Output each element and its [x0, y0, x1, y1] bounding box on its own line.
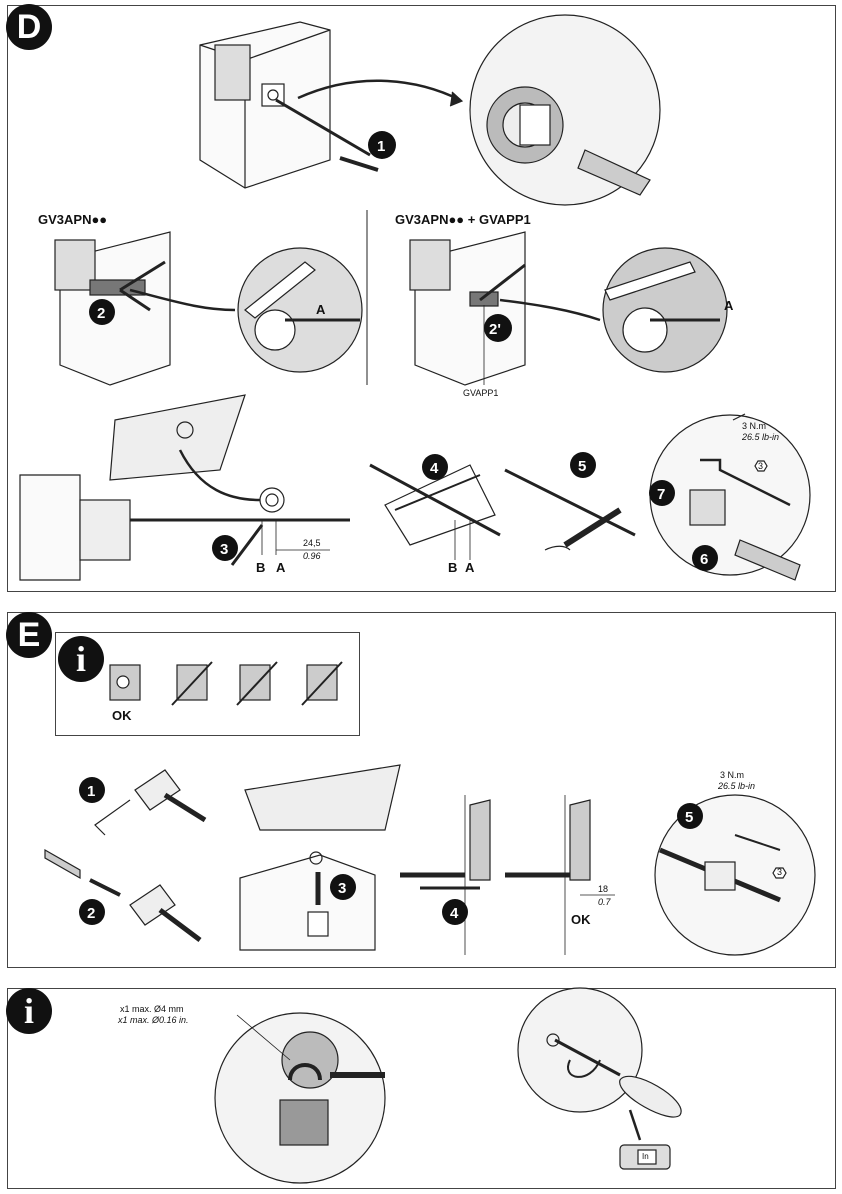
orientation-info-box [55, 632, 360, 736]
section-e-badge: E [6, 612, 52, 658]
gap-mm: 18 [598, 884, 609, 894]
cut-length-mm: 24,5 [303, 538, 321, 548]
dimension-letter-a-right: A [724, 298, 734, 313]
saw-letter-a: A [465, 560, 475, 575]
section-info-panel [7, 988, 836, 1189]
torque-lbin-e: 26.5 lb-in [718, 781, 756, 791]
section-d-panel [7, 5, 836, 592]
gap-in: 0.7 [598, 897, 611, 907]
adjustment-ok-label: OK [571, 912, 591, 927]
variant-label-right: GV3APN●● + GVAPP1 [395, 212, 531, 227]
motor-in-label: In [642, 1152, 649, 1161]
section-e-panel [7, 612, 836, 968]
variant-label-left: GV3APN●● [38, 212, 108, 227]
dimension-letter-a-left: A [316, 302, 326, 317]
section-d-badge: D [6, 4, 52, 50]
torque-lbin-d: 26.5 lb-in [742, 432, 780, 442]
hex-key-size-d: 3 [758, 461, 764, 471]
cut-length-in: 0.96 [303, 551, 321, 561]
hex-key-size-e: 3 [777, 867, 783, 877]
section-info-badge: i [6, 988, 52, 1034]
orientation-ok-label: OK [112, 708, 132, 723]
torque-nm-d: 3 N.m [742, 421, 767, 431]
dimension-letter-a-cut: A [276, 560, 286, 575]
gvapp1-callout: GVAPP1 [463, 388, 499, 398]
saw-letter-b: B [448, 560, 458, 575]
padlock-shackle-in: x1 max. Ø0.16 in. [118, 1015, 189, 1025]
padlock-shackle-mm: x1 max. Ø4 mm [120, 1004, 184, 1014]
info-icon: i [58, 636, 104, 682]
dimension-letter-b-cut: B [256, 560, 266, 575]
torque-nm-e: 3 N.m [720, 770, 745, 780]
